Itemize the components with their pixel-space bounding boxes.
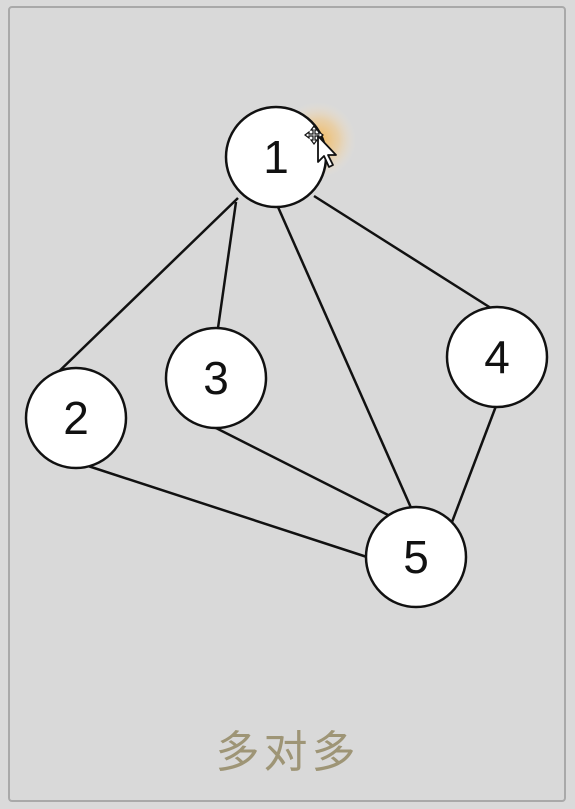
- node-1-label: 1: [263, 131, 289, 183]
- node-4[interactable]: 4: [445, 305, 549, 409]
- edge-1-2: [47, 197, 239, 383]
- edge-1-4: [313, 194, 495, 312]
- node-3-label: 3: [203, 352, 229, 404]
- edge-1-5: [276, 206, 414, 511]
- node-5-label: 5: [403, 531, 429, 583]
- edge-3-5: [213, 425, 391, 518]
- caption-text: 多对多: [215, 727, 360, 778]
- edge-2-5: [81, 462, 371, 560]
- edge-4-5: [450, 405, 498, 523]
- edges-layer: [47, 194, 498, 560]
- move-cursor-icon: [304, 125, 337, 168]
- edge-1-3: [216, 201, 238, 329]
- node-3[interactable]: 3: [164, 326, 268, 430]
- node-2[interactable]: 2: [24, 366, 128, 470]
- node-1[interactable]: 1: [224, 105, 328, 209]
- nodes-layer: 1 2 3 4 5: [24, 105, 549, 609]
- node-5[interactable]: 5: [364, 505, 468, 609]
- node-4-label: 4: [484, 331, 510, 383]
- node-2-label: 2: [63, 392, 89, 444]
